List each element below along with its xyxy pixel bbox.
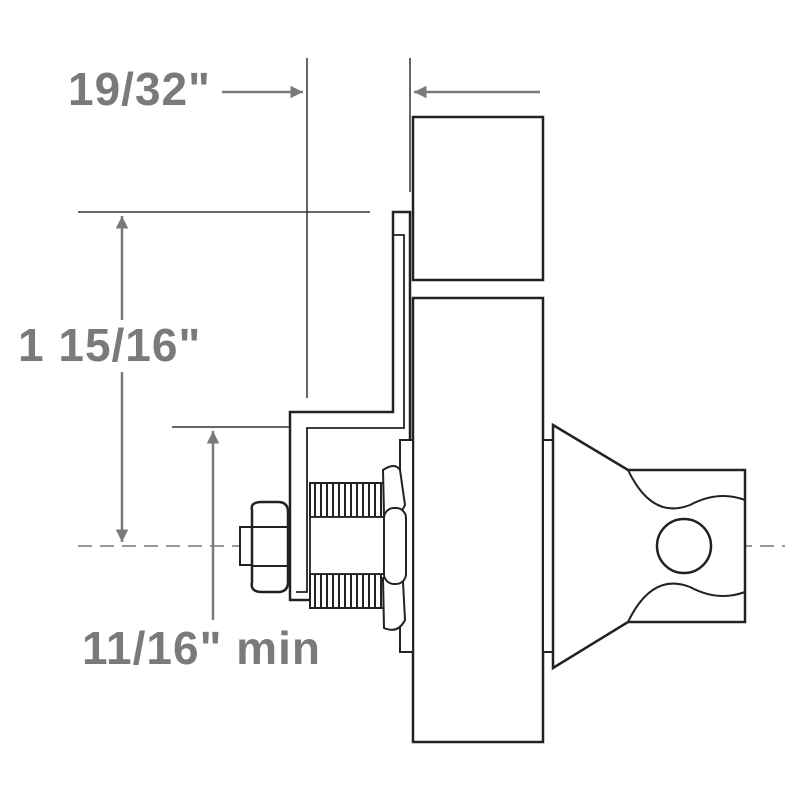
hub-flange xyxy=(542,439,554,653)
extension-lines xyxy=(78,58,411,428)
stud-core xyxy=(309,516,386,575)
dimension-arrows xyxy=(115,85,540,620)
cone-hub xyxy=(551,422,747,671)
yoke-upper-arm xyxy=(627,469,746,510)
threaded-stud-upper xyxy=(309,482,386,518)
upper-block xyxy=(411,115,545,282)
yoke-lower-arm xyxy=(627,582,746,623)
yoke-pin-hole xyxy=(655,517,713,575)
main-plate xyxy=(411,296,545,744)
bolt-end xyxy=(239,526,253,566)
dimension-label-height: 1 15/16" xyxy=(18,319,202,371)
hex-bolt-head xyxy=(250,500,290,594)
dimension-label-min: 11/16" min xyxy=(82,622,321,674)
bracket-inner-edge xyxy=(296,234,405,593)
threaded-stud-lower xyxy=(309,573,386,609)
dimension-label-offset: 19/32" xyxy=(68,63,211,115)
jam-nut-body xyxy=(383,507,407,585)
